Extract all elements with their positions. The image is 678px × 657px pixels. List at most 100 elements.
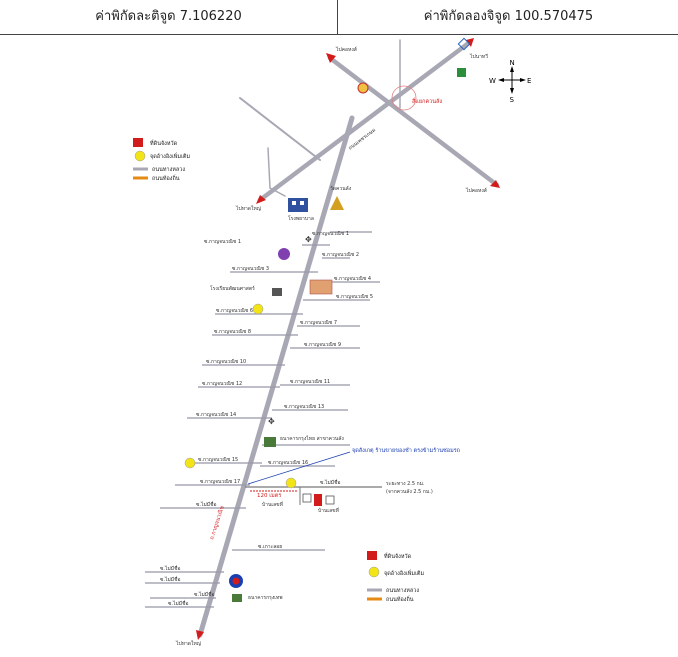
house-icon-2	[325, 495, 335, 505]
label-intersection: สี่แยกควนลัง	[411, 97, 442, 105]
roads	[197, 39, 500, 638]
label-kanjanawanit-10: ซ.กาญจนวณิช 10	[206, 358, 246, 365]
map-labels: ไปคอหงส์ ไปนาทวี สี่แยกควนลัง ไปหาดใหญ่ …	[160, 46, 488, 647]
label-kanjanawanit-6: ซ.กาญจนวณิช 6	[216, 307, 253, 314]
arrow-ne	[466, 38, 474, 47]
label-kanjanawanit-12: ซ.กาญจนวณิช 12	[202, 380, 242, 387]
crossroad-icon-2: ✥	[268, 417, 275, 426]
legend-reference-2: จุดอ้างอิงเพิ่มเติม	[384, 569, 424, 577]
latitude-text: ค่าพิกัดละติจูด 7.106220	[95, 9, 242, 24]
intersection-marker	[391, 85, 417, 111]
label-house-2: บ้านเลขที่	[318, 507, 339, 514]
label-red-distance: 120 เมตร	[257, 493, 281, 499]
header-divider	[337, 0, 338, 34]
label-kanjanawanit-9: ซ.กาญจนวณิช 9	[304, 341, 341, 348]
label-house-1: บ้านเลขที่	[262, 501, 283, 508]
branch-road-left-2	[267, 147, 286, 197]
sign-icon	[457, 37, 471, 51]
reference-marker-3	[285, 477, 297, 489]
land-office-icon-2	[367, 551, 377, 560]
label-kanjanawanit-11: ซ.กาญจนวณิช 11	[290, 378, 330, 385]
reference-icon	[134, 150, 146, 162]
building-icon	[309, 279, 333, 295]
branch-road-left	[239, 97, 321, 161]
compass-w: W	[489, 77, 496, 85]
label-kanjanawanit-14: ซ.กาญจนวณิช 14	[196, 411, 236, 418]
label-hospital: โรงพยาบาล	[288, 215, 314, 222]
note-pointer	[247, 451, 351, 485]
label-bank: ธนาคารกรุงไทย สาขาควนลัง	[280, 435, 344, 442]
school-icon	[272, 288, 282, 296]
diagonal-road-nw-se	[327, 55, 500, 188]
arrow-se	[490, 180, 500, 188]
crossroad-icon: ✥	[305, 235, 312, 244]
label-road-vertical: ถ.กาญจนวณิช	[208, 505, 226, 541]
label-soi-ln4: ซ.ไม่มีชื่อ	[168, 600, 189, 607]
label-temple: วัดควนลัง	[330, 186, 352, 192]
legend-top: ที่ดินจังหวัด จุดอ้างอิงเพิ่มเติม ถนนทาง…	[133, 138, 190, 182]
label-soi-ln2: ซ.ไม่มีชื่อ	[160, 576, 181, 583]
arrow-sw	[256, 195, 266, 204]
compass-e: E	[527, 77, 531, 85]
label-school: โรงเรียนพัฒนศาสตร์	[210, 285, 255, 292]
label-kanjanawanit-13: ซ.กาญจนวณิช 13	[284, 403, 324, 410]
reference-marker-1	[252, 303, 264, 315]
label-to-nathawi: ไปนาทวี	[469, 53, 488, 60]
legend-highway-2: ถนนทางหลวง	[386, 588, 419, 594]
hospital-icon	[288, 198, 308, 212]
label-kanjanawanit-17: ซ.กาญจนวณิช 17	[200, 478, 240, 485]
label-soi-chom: ซ.กาญจนวณิช 1	[204, 238, 241, 245]
arrow-nw	[326, 53, 336, 63]
reference-icon-2	[368, 566, 380, 578]
arrow-s	[196, 630, 204, 640]
label-kanjanawanit-4: ซ.กาญจนวณิช 4	[334, 275, 371, 282]
legend-highway: ถนนทางหลวง	[152, 167, 185, 173]
label-soi-ln3: ซ.ไม่มีชื่อ	[194, 591, 215, 598]
label-soi-right-1: ซ.ไม่มีชื่อ	[320, 479, 341, 486]
land-office-marker	[314, 494, 322, 506]
legend-reference: จุดอ้างอิงเพิ่มเติม	[150, 152, 190, 160]
bank-icon	[264, 437, 276, 447]
label-kanjanawanit-1: ซ.กาญจนวณิช 1	[312, 230, 349, 237]
label-soi-kaolong: ซ.เกาะลอย	[258, 544, 282, 550]
land-office-icon	[133, 138, 143, 147]
local-road	[245, 486, 382, 505]
label-kanjanawanit-2: ซ.กาญจนวณิช 2	[322, 251, 359, 258]
compass-s: S	[510, 96, 515, 104]
poi-icons: ✥ ✥	[184, 37, 471, 602]
legend-local-road-2: ถนนท้องถิ่น	[386, 595, 414, 603]
longitude-text: ค่าพิกัดลองจิจูด 100.570475	[423, 9, 594, 24]
label-bank-2: ธนาคารกรุงเทพ	[248, 595, 283, 601]
compass: N S E W	[489, 59, 531, 104]
store-icon	[457, 68, 466, 77]
label-kanjanawanit-15: ซ.กาญจนวณิช 15	[198, 456, 238, 463]
coordinate-header: ค่าพิกัดละติจูด 7.106220 ค่าพิกัดลองจิจู…	[0, 0, 678, 35]
temple-icon	[330, 196, 344, 210]
label-to-hat-yai-bottom: ไปหาดใหญ่	[175, 640, 201, 647]
school-logo-icon	[278, 248, 290, 260]
bank-icon-2	[232, 594, 242, 602]
legend-bottom: ที่ดินจังหวัด จุดอ้างอิงเพิ่มเติม ถนนทาง…	[367, 551, 424, 603]
label-distance: ระยะทาง 2.5 กม.	[386, 481, 425, 487]
reference-marker-2	[184, 457, 196, 469]
diagonal-road-ne-sw	[257, 39, 473, 203]
label-note: จุดสังเกตุ ร้านขายของชำ ตรงข้ามร้านซ่อมร…	[352, 447, 460, 454]
legend-land-office: ที่ดินจังหวัด	[150, 139, 178, 147]
label-to-hat-yai-top: ไปหาดใหญ่	[235, 205, 261, 212]
label-soi-ln1: ซ.ไม่มีชื่อ	[160, 565, 181, 572]
label-to-kho-hong-2: ไปคอหงส์	[465, 187, 487, 194]
legend-local-road: ถนนท้องถิ่น	[152, 174, 180, 182]
legend-land-office-2: ที่ดินจังหวัด	[384, 552, 412, 560]
house-icon-1	[302, 493, 312, 503]
label-kanjanawanit-16: ซ.กาญจนวณิช 16	[268, 459, 308, 466]
label-kanjanawanit-7: ซ.กาญจนวณิช 7	[300, 319, 337, 326]
fuel-icon	[357, 82, 369, 94]
main-road	[197, 115, 355, 638]
compass-n: N	[510, 59, 515, 67]
label-distance-2: (จากควนลัง 2.5 กม.)	[386, 489, 433, 495]
label-kanjanawanit-5: ซ.กาญจนวณิช 5	[336, 293, 373, 300]
label-kanjanawanit-8: ซ.กาญจนวณิช 8	[214, 328, 251, 335]
label-soi-left-2: ซ.ไม่มีชื่อ	[196, 501, 217, 508]
label-to-kho-hong: ไปคอหงส์	[335, 46, 357, 53]
